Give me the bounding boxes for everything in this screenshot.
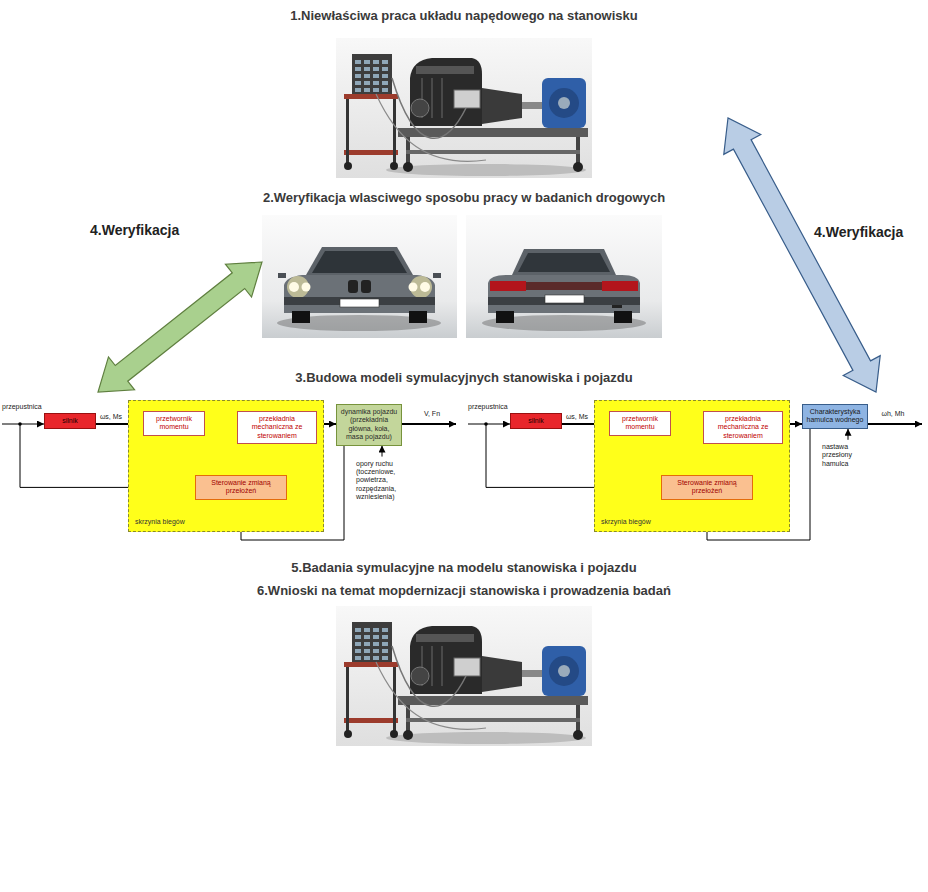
disturbance-label: opory ruchu (toczeniowe, powietrza, rozp… [356,460,414,502]
brake-characteristic-box: Charakterystyka hamulca wodnego [802,404,868,429]
shift-control-box: Sterowanie zmianą przełożeń [661,475,753,500]
step-title: 3.Budowa modeli symulacyjnych stanowiska… [295,370,632,385]
gearbox-region: skrzynia biegów przetwornik momentu przekł… [594,400,790,532]
output-signal-label: ωh, Mh [881,410,906,418]
input-line [468,424,510,425]
box-text: Sterowanie zmianą przełożeń [665,479,749,496]
gearbox-region: skrzynia biegów przetwornik momentu przekł… [128,400,324,532]
box-text: skrzynia biegów [135,518,185,526]
converter-box: przetwornik momentu [609,411,671,436]
vehicle-dynamics-box: dynamika pojazdu (przekładnia główna, ko… [336,404,402,446]
box-text: przekładnia mechaniczna ze sterowaniem [707,415,779,440]
input-signal-label: przepustnica [2,403,42,411]
output-line [402,423,456,425]
box-text: dynamika pojazdu (przekładnia główna, ko… [340,408,398,442]
box-text: silnik [514,417,558,425]
output-signal-label: V, Fn [423,410,441,418]
leader-arrow [848,429,849,440]
step-title: 1.Niewłaściwa praca układu napędowego na… [290,8,638,23]
verification-label: 4.Weryfikacja [812,224,905,240]
step-title: 5.Badania symulacyjne na modelu stanowis… [291,560,636,575]
junction-dot [484,422,488,426]
car-rear-photo [466,215,662,338]
leader-arrow [382,446,383,457]
output-line [868,423,922,425]
box-text: przetwornik momentu [147,415,201,432]
input-line [2,424,44,425]
step-title: 2.Weryfikacja wlasciwego sposobu pracy w… [263,190,665,205]
signal-label: ωs, Ms [99,413,123,421]
box-text: Charakterystyka hamulca wodnego [806,408,864,425]
car-front-photo [262,215,457,338]
engine-box: silnik [44,413,96,429]
setpoint-label: nastawa przesłony hamulca [822,443,878,468]
transmission-box: przekładnia mechaniczna ze sterowaniem [703,411,783,444]
engine-box: silnik [510,413,562,429]
box-text: przekładnia mechaniczna ze sterowaniem [241,415,313,440]
verification-arrow [98,262,262,392]
box-text: silnik [48,417,92,425]
transmission-box: przekładnia mechaniczna ze sterowaniem [237,411,317,444]
step-title: 6.Wnioski na temat mopdernizacji stanowi… [257,583,671,598]
box-text: Sterowanie zmianą przełożeń [199,479,283,496]
test-stand-photo [336,606,592,746]
box-text: skrzynia biegów [601,518,651,526]
junction-dot [18,422,22,426]
converter-box: przetwornik momentu [143,411,205,436]
verification-label: 4.Weryfikacja [88,222,181,238]
signal-label: ωs, Ms [565,413,589,421]
verification-arrow [724,118,880,392]
box-text: przetwornik momentu [613,415,667,432]
input-signal-label: przepustnica [468,403,508,411]
test-stand-photo [336,38,592,178]
shift-control-box: Sterowanie zmianą przełożeń [195,475,287,500]
